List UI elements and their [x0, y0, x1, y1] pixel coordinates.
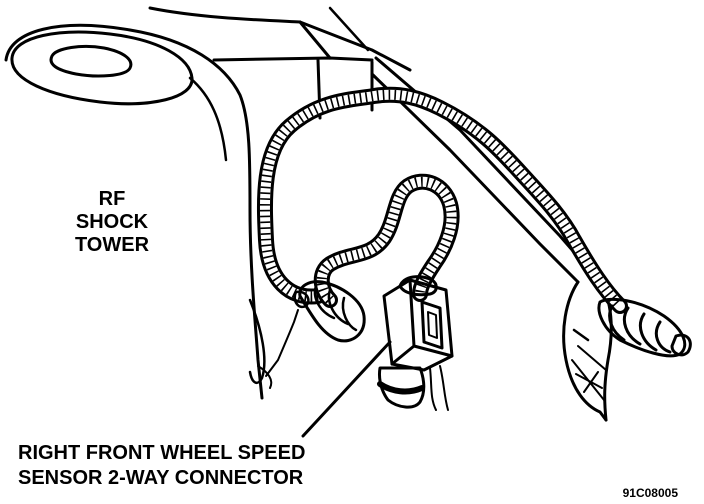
tower-outline	[4, 23, 264, 400]
leader-lines	[301, 340, 392, 438]
tower-label-line-3: TOWER	[75, 234, 150, 256]
connector-label-line-1: RIGHT FRONT WHEEL SPEED	[18, 442, 305, 464]
coil-clip	[293, 290, 310, 309]
rail-lower-edge	[212, 56, 374, 62]
shock-tower	[4, 23, 273, 400]
tower-cap	[10, 30, 194, 106]
rail-top-diagonal	[328, 6, 370, 52]
tower-label-line-2: SHOCK	[76, 211, 149, 233]
connector-label-line-2: SENSOR 2-WAY CONNECTOR	[18, 467, 304, 489]
sensor-wires	[429, 365, 449, 411]
conduit-ribs	[608, 304, 672, 354]
tower-lower-edge	[248, 298, 266, 385]
tower-lower-notch	[257, 365, 273, 389]
harness-coil	[265, 280, 366, 377]
bracket-left-edge	[562, 280, 608, 422]
connector-leader-line	[301, 340, 392, 438]
connector-lock-tab	[427, 311, 438, 339]
bracket-hatching	[571, 345, 607, 401]
conduit-end	[597, 297, 692, 358]
tower-label-line-1: RF	[99, 188, 126, 210]
tower-cap-hole	[49, 44, 133, 78]
conduit-cap	[670, 333, 692, 357]
clip-wire	[265, 309, 299, 377]
mating-half-ring	[377, 381, 425, 395]
rail-corner	[298, 20, 332, 60]
connector-label: RIGHT FRONT WHEEL SPEED SENSOR 2-WAY CON…	[18, 442, 305, 489]
connector-bottom-edge	[390, 344, 416, 366]
tower-label: RF SHOCK TOWER	[75, 188, 150, 256]
coil-ribs	[313, 284, 358, 332]
sensor-lead-harness	[313, 173, 460, 308]
figure-code: 91C08005	[623, 486, 679, 500]
coil-outline	[298, 280, 366, 343]
main-wiring-harness	[256, 86, 628, 314]
diagonal-strut-lower	[370, 72, 580, 284]
connector-boot	[398, 275, 438, 297]
sensor-connector	[377, 275, 454, 411]
bracket-notch	[572, 328, 590, 342]
tower-side-curve	[188, 76, 228, 162]
connector-lock-window	[420, 300, 444, 350]
